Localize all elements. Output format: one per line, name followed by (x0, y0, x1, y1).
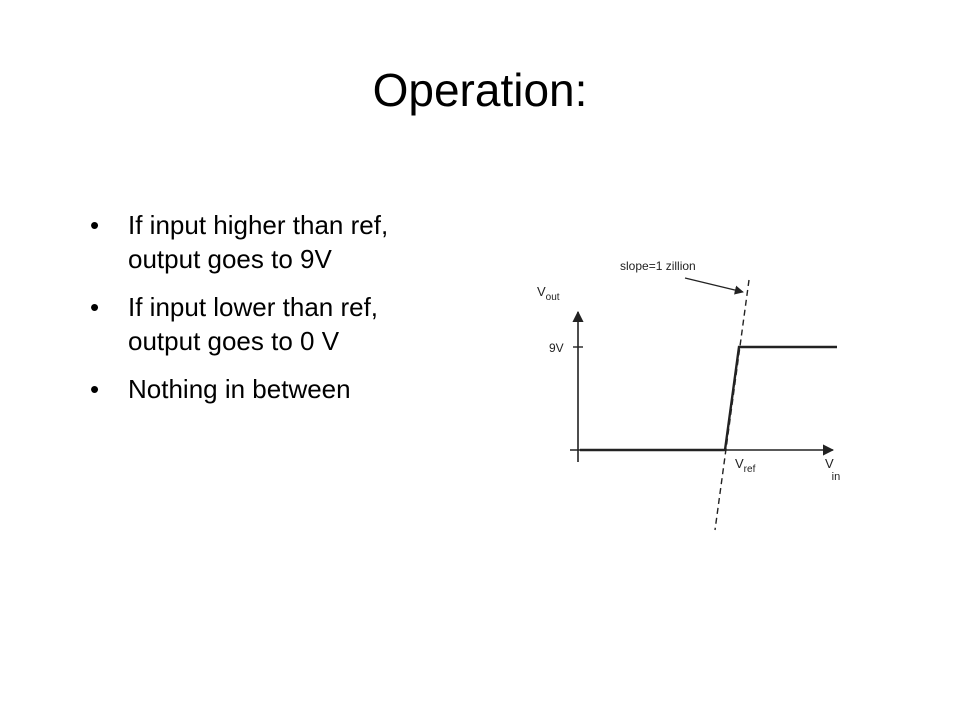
bullet-dot-icon: • (90, 374, 100, 404)
bullet-text-line2: output goes to 9V (128, 244, 332, 274)
bullet-item-higher: • If input higher than ref, output goes … (88, 208, 508, 276)
x-axis-label-sub: in (832, 471, 841, 483)
y-axis-label: Vout (537, 284, 560, 303)
annotation-arrow (684, 277, 744, 295)
bullet-text-line1: If input higher than ref, (128, 210, 389, 240)
slope-dashed-line (714, 279, 750, 531)
bullet-item-nothing: • Nothing in between (88, 372, 508, 406)
bullet-text-line2: output goes to 0 V (128, 326, 340, 356)
annotation-label: slope=1 zillion (620, 259, 696, 273)
bullet-text-line1: Nothing in between (128, 374, 351, 404)
bullet-item-lower: • If input lower than ref, output goes t… (88, 290, 508, 358)
bullet-dot-icon: • (90, 292, 100, 322)
bullet-text-line1: If input lower than ref, (128, 292, 379, 322)
y-axis-label-sub: out (546, 292, 560, 303)
bullet-dot-icon: • (90, 210, 100, 240)
x-axis-label-main: V (825, 456, 834, 471)
ref-label: Vref (735, 456, 756, 475)
slide-title: Operation: (372, 64, 588, 116)
ref-label-sub: ref (744, 464, 756, 475)
tick-label-9v: 9V (549, 341, 564, 355)
transfer-curve (580, 345, 837, 452)
bullet-list: • If input higher than ref, output goes … (88, 208, 508, 420)
y-axis-label-main: V (537, 284, 546, 299)
ref-label-main: V (735, 456, 744, 471)
